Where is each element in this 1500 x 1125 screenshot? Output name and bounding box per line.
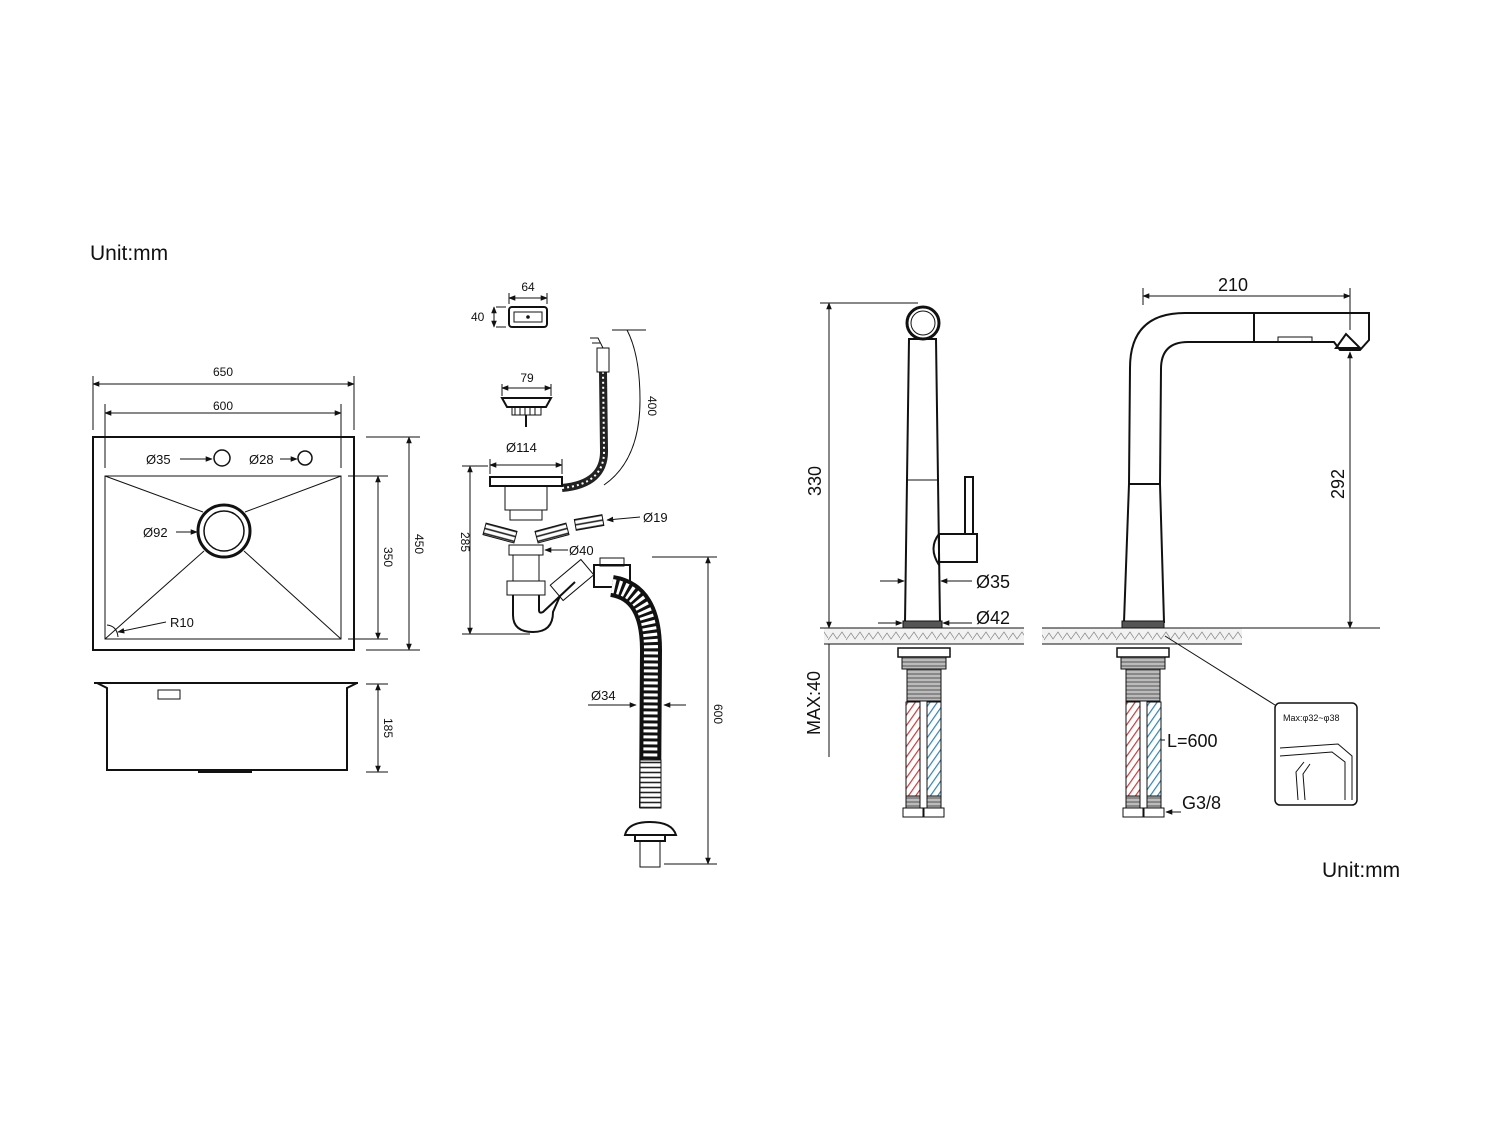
body-diameter-label: Ø35 <box>976 572 1010 592</box>
drain-flange <box>489 476 563 487</box>
hose-length-label: L=600 <box>1167 731 1218 751</box>
cold-hose <box>926 701 942 797</box>
mounting-shank <box>1125 668 1161 702</box>
hot-hose <box>905 701 921 797</box>
faucet-front-view: 210 292 L=600 G3/8 Max:φ32~φ38 <box>1042 275 1380 818</box>
callout-leader <box>1164 635 1276 706</box>
faucet-handle <box>938 533 978 563</box>
plug-height-label: 40 <box>471 310 485 324</box>
hole-range-label: Max:φ32~φ38 <box>1283 713 1339 723</box>
p-trap <box>512 595 561 634</box>
countertop <box>1042 628 1242 644</box>
connector-right <box>534 522 570 544</box>
dimension-arc <box>603 329 641 486</box>
slope-line <box>104 475 204 513</box>
sink-outer-rim <box>92 436 355 651</box>
overflow-slot <box>157 689 181 700</box>
drain-outlet <box>198 769 252 773</box>
unit-label: Unit:mm <box>1322 859 1401 882</box>
hot-hose <box>1125 701 1141 797</box>
width-inner-label: 600 <box>213 399 233 413</box>
sink-side-view: 185 <box>94 682 395 773</box>
countertop <box>824 628 1024 644</box>
faucet-hole-right <box>297 450 313 466</box>
sink-top-view: Ø35 Ø28 Ø92 R10 650 600 450 350 <box>92 365 426 651</box>
drain-hole-inner <box>203 510 245 552</box>
faucet-height-label: 330 <box>805 466 825 496</box>
drain-diameter-label: Ø92 <box>143 525 168 540</box>
cold-hose <box>1146 701 1162 797</box>
depth-label: 185 <box>381 718 395 738</box>
slope-line <box>104 550 205 640</box>
detail-callout <box>1274 702 1358 806</box>
flange-label: Ø114 <box>506 440 537 455</box>
mounting-shank <box>906 668 942 702</box>
pull-out-head <box>1254 312 1370 351</box>
hose-label: Ø34 <box>591 688 616 703</box>
height-inner-label: 350 <box>381 547 395 567</box>
slope-line <box>243 550 342 640</box>
faucet-spout <box>1128 312 1255 485</box>
spout-height-label: 292 <box>1328 469 1348 499</box>
overflow-hose <box>561 371 609 492</box>
hose-length-label: 600 <box>711 704 725 724</box>
corner-radius-arc <box>106 624 119 638</box>
sink-bowl <box>104 475 342 640</box>
hose-end-cap <box>623 820 678 836</box>
overflow-length-label: 400 <box>645 396 659 416</box>
faucet-side-view: 330 MAX:40 Ø35 Ø42 <box>804 302 1024 818</box>
sink-side-profile <box>96 682 358 771</box>
faucet-body-front <box>1122 483 1166 623</box>
basket-label: 79 <box>520 371 534 385</box>
plug-width-label: 64 <box>521 280 535 294</box>
reach-label: 210 <box>1218 275 1248 295</box>
hole-right-label: Ø28 <box>249 452 274 467</box>
leader-arrow <box>117 621 167 634</box>
thread-label: G3/8 <box>1182 793 1221 813</box>
overflow-cover <box>508 306 548 328</box>
leader-arrow <box>606 516 641 523</box>
unit-label: Unit:mm <box>90 242 169 265</box>
overflow-tube-label: Ø19 <box>643 510 668 525</box>
max-thickness-label: MAX:40 <box>804 671 824 735</box>
trap-pipe-label: Ø40 <box>569 543 594 558</box>
connector-left <box>482 522 518 544</box>
height-outer-label: 450 <box>412 534 426 554</box>
corner-radius-label: R10 <box>170 615 194 630</box>
faucet-hole-left <box>213 449 231 467</box>
slope-line <box>244 475 342 513</box>
drain-kit: 64 40 79 400 Ø114 <box>458 280 725 868</box>
hole-left-label: Ø35 <box>146 452 171 467</box>
base-diameter-label: Ø42 <box>976 608 1010 628</box>
overflow-connector <box>573 514 605 531</box>
width-outer-label: 650 <box>213 365 233 379</box>
assembly-height-label: 285 <box>458 532 472 552</box>
basket-strainer <box>500 397 553 408</box>
